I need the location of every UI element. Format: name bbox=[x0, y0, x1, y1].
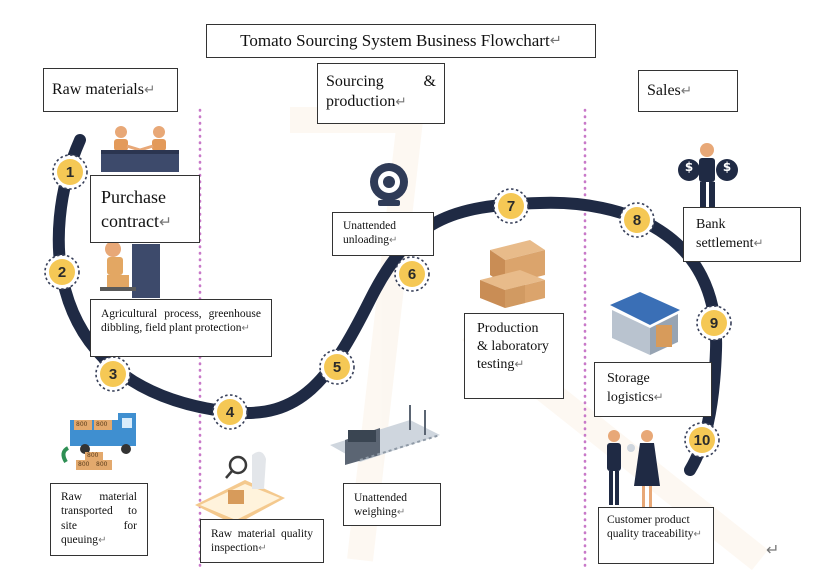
step-7-label: Production & laboratory testing↵ bbox=[464, 313, 564, 399]
return-mark: ↵ bbox=[158, 214, 172, 232]
bank-person-icon bbox=[678, 143, 738, 208]
step-2-label: Agricultural process, greenhouse dibblin… bbox=[90, 299, 272, 357]
money-bag-left-symbol: $ bbox=[684, 160, 694, 174]
return-mark: ↵ bbox=[389, 235, 398, 247]
section-sales: Sales↵ bbox=[638, 70, 738, 112]
crate-label-2: 800 bbox=[96, 421, 108, 428]
step-badge-9: 9 bbox=[696, 305, 732, 341]
return-mark: ↵ bbox=[143, 81, 156, 97]
step-badge-fill bbox=[217, 399, 243, 425]
step-9-text: Storage logistics bbox=[607, 371, 654, 405]
return-mark: ↵ bbox=[753, 235, 764, 250]
weighbridge-icon bbox=[330, 405, 441, 465]
step-badge-fill bbox=[100, 361, 126, 387]
step-3-label: Raw material transported to site for que… bbox=[50, 483, 148, 556]
step-badge-fill bbox=[324, 354, 350, 380]
boxes-icon bbox=[480, 240, 545, 308]
inspection-icon bbox=[195, 451, 285, 525]
farmer-icon bbox=[100, 241, 160, 298]
section-sourcing-production-label: Sourcing & production bbox=[326, 73, 436, 110]
step-badge-fill bbox=[49, 259, 75, 285]
camera-icon bbox=[370, 163, 408, 206]
return-mark: ↵ bbox=[514, 357, 525, 372]
money-bag-right-symbol: $ bbox=[722, 160, 732, 174]
step-badge-fill bbox=[57, 159, 83, 185]
step-badge-number: 3 bbox=[109, 366, 117, 383]
step-badge-fill bbox=[701, 310, 727, 336]
step-9-label: Storage logistics↵ bbox=[594, 362, 712, 417]
step-7-text: Production & laboratory testing bbox=[477, 321, 549, 373]
truck-icon bbox=[61, 413, 136, 470]
page-title: Tomato Sourcing System Business Flowchar… bbox=[206, 24, 596, 58]
step-3-text: Raw material transported to site for que… bbox=[61, 491, 137, 547]
return-mark: ↵ bbox=[395, 94, 407, 109]
step-badge-fill bbox=[399, 261, 425, 287]
crate-label-4: 800 bbox=[78, 461, 90, 468]
step-2-text: Agricultural process, greenhouse dibblin… bbox=[101, 308, 261, 335]
customers-icon bbox=[607, 430, 660, 508]
return-mark: ↵ bbox=[549, 32, 562, 49]
step-badge-number: 5 bbox=[333, 359, 341, 376]
step-4-label: Raw material quality inspection↵ bbox=[200, 519, 324, 563]
step-badge-number: 6 bbox=[408, 266, 416, 283]
section-sales-label: Sales bbox=[647, 82, 681, 99]
return-mark: ↵ bbox=[653, 389, 664, 404]
step-badge-5: 5 bbox=[319, 349, 355, 385]
step-10-text: Customer product quality traceability bbox=[607, 514, 694, 541]
step-badge-number: 2 bbox=[58, 264, 66, 281]
step-badge-4: 4 bbox=[212, 394, 248, 430]
step-badge-6: 6 bbox=[394, 256, 430, 292]
step-8-label: Bank settlement↵ bbox=[683, 207, 801, 262]
step-1-label: Purchase contract↵ bbox=[90, 175, 200, 243]
step-badge-fill bbox=[689, 427, 715, 453]
step-badge-1: 1 bbox=[52, 154, 88, 190]
step-4-text: Raw material quality inspection bbox=[211, 528, 313, 555]
crate-label-1: 800 bbox=[76, 421, 88, 428]
page-title-text: Tomato Sourcing System Business Flowchar… bbox=[240, 31, 550, 51]
step-badge-10: 10 bbox=[684, 422, 720, 458]
step-5-label: Unattended weighing↵ bbox=[343, 483, 441, 526]
step-badge-number: 9 bbox=[710, 315, 718, 332]
step-badge-number: 10 bbox=[694, 432, 711, 449]
step-1-text: Purchase contract bbox=[101, 187, 166, 232]
return-mark: ↵ bbox=[680, 82, 693, 98]
step-8-text: Bank settlement bbox=[696, 217, 754, 251]
step-5-text: Unattended weighing bbox=[354, 492, 408, 519]
warehouse-icon bbox=[610, 292, 680, 355]
step-badge-number: 8 bbox=[633, 212, 641, 229]
meeting-icon bbox=[101, 126, 179, 172]
return-mark: ↵ bbox=[258, 543, 267, 555]
step-badges: 1 2 3 4 5 6 7 8 9 10 bbox=[44, 154, 732, 458]
step-6-text: Unattended unloading bbox=[343, 220, 397, 247]
step-badge-8: 8 bbox=[619, 202, 655, 238]
return-mark: ↵ bbox=[396, 507, 405, 519]
step-badge-number: 7 bbox=[507, 198, 515, 215]
section-raw-materials-label: Raw materials bbox=[52, 81, 144, 98]
return-mark: ↵ bbox=[693, 529, 702, 541]
crate-label-5: 800 bbox=[96, 461, 108, 468]
step-10-label: Customer product quality traceability↵ bbox=[598, 507, 714, 564]
step-6-label: Unattended unloading↵ bbox=[332, 212, 434, 256]
step-badge-2: 2 bbox=[44, 254, 80, 290]
step-badge-number: 1 bbox=[66, 164, 74, 181]
section-sourcing-production: Sourcing & production↵ bbox=[317, 63, 445, 124]
crate-label-3: 800 bbox=[87, 452, 99, 459]
return-mark: ↵ bbox=[98, 535, 107, 547]
return-mark: ↵ bbox=[241, 323, 250, 335]
paragraph-mark: ↵ bbox=[766, 542, 780, 559]
section-raw-materials: Raw materials↵ bbox=[43, 68, 178, 112]
step-badge-fill bbox=[624, 207, 650, 233]
step-badge-7: 7 bbox=[493, 188, 529, 224]
step-badge-3: 3 bbox=[95, 356, 131, 392]
step-badge-fill bbox=[498, 193, 524, 219]
step-badge-number: 4 bbox=[226, 404, 235, 421]
